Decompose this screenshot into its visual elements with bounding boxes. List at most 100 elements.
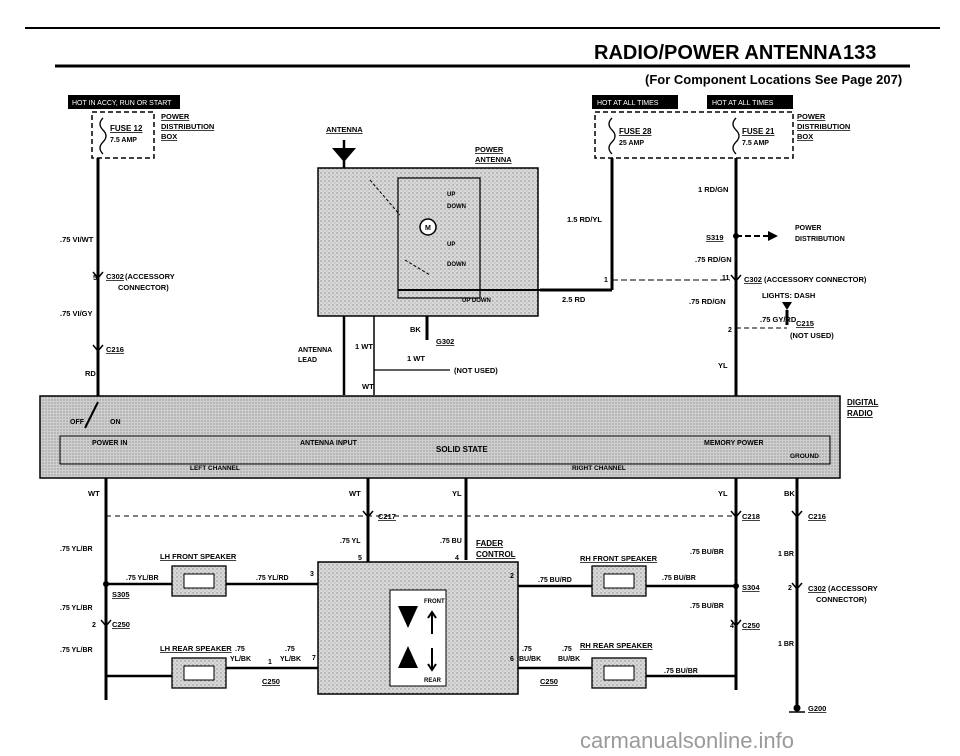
c302-br-label: C302 — [808, 584, 826, 593]
fuse-box-left — [91, 111, 155, 159]
c216-label: C216 — [106, 345, 124, 354]
wire-label-bu-rd: .75 BU/RD — [538, 577, 572, 584]
c302-left-desc2: CONNECTOR) — [118, 283, 169, 292]
fader-label-1: FADER — [476, 539, 503, 548]
power-box-l1: POWER — [161, 112, 190, 121]
fader-down-arrow — [398, 606, 418, 628]
down-label-2: DOWN — [447, 262, 466, 268]
c250a-label: C250 — [112, 620, 130, 629]
antenna-motor — [419, 218, 437, 236]
c218-label: C218 — [742, 512, 760, 521]
c302-br-symbol — [791, 582, 803, 591]
off-label: OFF — [70, 419, 85, 426]
s319-arrow — [768, 231, 778, 241]
fuse-28-amp: 25 AMP — [619, 140, 644, 147]
antenna-switch-box — [397, 177, 481, 299]
c216b-label: C216 — [808, 512, 826, 521]
hot-label-left: HOT IN ACCY, RUN OR START — [72, 100, 172, 107]
front-arrow — [427, 610, 437, 634]
power-antenna-1: POWER — [475, 145, 504, 154]
down-label-1: DOWN — [447, 204, 466, 210]
radio-name-2: RADIO — [847, 409, 873, 418]
hot-label-right-bg — [707, 95, 793, 109]
on-label: ON — [110, 419, 121, 426]
fuse-21-label: FUSE 21 — [742, 127, 775, 136]
s304-label: S304 — [742, 583, 760, 592]
c250c-symbol — [730, 619, 742, 628]
antenna-title: ANTENNA — [326, 125, 363, 134]
fuse-12-label: FUSE 12 — [110, 124, 143, 133]
pin-2-left: 2 — [92, 622, 96, 629]
fuse-12-symbol — [99, 117, 107, 155]
fuse-12-amp: 7.5 AMP — [110, 137, 137, 144]
c250b-label: C250 — [262, 677, 280, 686]
wire-label-bu: .75 BU — [440, 538, 462, 545]
lh-front-speaker-label: LH FRONT SPEAKER — [160, 552, 237, 561]
wire-label-br-1: 1 BR — [778, 551, 794, 558]
pin-1: 1 — [604, 277, 608, 284]
c302-right-label: C302 — [744, 275, 762, 284]
right-channel-label: RIGHT CHANNEL — [572, 465, 626, 472]
wire-label-bu-br-4: .75 BU/BR — [664, 668, 698, 675]
motor-m: M — [425, 225, 431, 232]
antenna-lead-2: LEAD — [298, 357, 317, 364]
c250c-label: C250 — [742, 621, 760, 630]
c302-br-desc2: CONNECTOR) — [816, 595, 867, 604]
c302-left-desc1: (ACCESSORY — [125, 272, 175, 281]
up-label-1: UP — [447, 192, 455, 198]
c215-label: C215 — [796, 319, 814, 328]
c218-symbol — [730, 510, 742, 519]
power-antenna-unit — [317, 167, 539, 317]
radio-switch — [84, 401, 99, 429]
c216-symbol — [92, 344, 104, 353]
wire-label-rd-gn-2: .75 RD/GN — [695, 255, 732, 264]
power-box-r3: BOX — [797, 132, 813, 141]
wire-label-rd: RD — [85, 369, 96, 378]
s319-label: S319 — [706, 233, 724, 242]
c302-left-symbol — [92, 271, 104, 280]
yl-bk-a: .75 — [235, 646, 245, 653]
digital-radio-unit — [39, 395, 841, 479]
power-box-r1: POWER — [797, 112, 826, 121]
wire-label-bk-r: BK — [784, 489, 795, 498]
wire-label-yl: YL — [718, 361, 728, 370]
solid-state-label: SOLID STATE — [436, 445, 488, 454]
wire-label-yl-r: YL — [718, 489, 728, 498]
power-dist-2: DISTRIBUTION — [795, 236, 845, 243]
rear-label: REAR — [424, 678, 442, 684]
rh-rear-speaker-cone — [603, 665, 635, 681]
wire-label-yl-rd: .75 YL/RD — [256, 575, 289, 582]
bu-bk-a: .75 — [522, 646, 532, 653]
page-number: 133 — [843, 42, 876, 64]
wire-label-vi-gy: .75 VI/GY — [60, 309, 93, 318]
c302-left-label: C302 — [106, 272, 124, 281]
wire-label-yl-br-2: .75 YL/BR — [126, 575, 159, 582]
bu-bk-b2: BU/BK — [558, 656, 580, 663]
yl-bk-b: .75 — [285, 646, 295, 653]
pin-1-lr: 1 — [268, 659, 272, 666]
fuse-box-right — [594, 111, 794, 159]
page-title: RADIO/POWER ANTENNA — [594, 42, 842, 64]
hot-label-mid: HOT AT ALL TIMES — [597, 100, 659, 107]
up-down-label: UP DOWN — [462, 298, 491, 304]
g200-label: G200 — [808, 704, 826, 713]
yl-bk-a2: YL/BK — [230, 656, 251, 663]
c215-desc: (NOT USED) — [790, 331, 834, 340]
c302-br-desc1: (ACCESSORY — [828, 584, 878, 593]
c216b-symbol — [791, 510, 803, 519]
left-channel-label: LEFT CHANNEL — [190, 465, 240, 472]
memory-power-label: MEMORY POWER — [704, 440, 764, 447]
not-used-label: (NOT USED) — [454, 366, 498, 375]
power-antenna-2: ANTENNA — [475, 155, 512, 164]
fuse-28-label: FUSE 28 — [619, 127, 652, 136]
bu-bk-b: .75 — [562, 646, 572, 653]
antenna-input-label: ANTENNA INPUT — [300, 440, 358, 447]
wire-label-vi-wt: .75 VI/WT — [60, 235, 94, 244]
wire-label-yl-br-4: .75 YL/BR — [60, 647, 93, 654]
pin-7: 7 — [312, 655, 316, 662]
wire-label-yl-m75: .75 YL — [340, 538, 361, 545]
s304-node — [733, 583, 739, 589]
pin-2-right: 2 — [728, 327, 732, 334]
fuse-28-symbol — [608, 117, 616, 155]
